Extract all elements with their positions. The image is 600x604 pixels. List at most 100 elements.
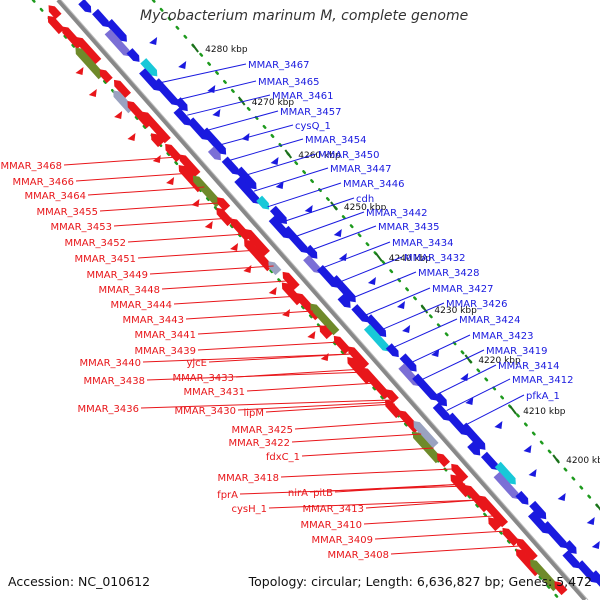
label-leader-forward: [281, 197, 355, 223]
label-leader-forward: [267, 182, 342, 208]
forward-gene: [92, 8, 110, 28]
reverse-gene-label: MMAR_3418: [218, 473, 280, 484]
forward-gene: [563, 540, 577, 554]
reverse-gene-label: MMAR_3451: [75, 254, 137, 265]
label-leader-reverse: [280, 468, 452, 478]
label-leader-reverse: [363, 515, 494, 525]
forward-gene-outer: [367, 277, 376, 285]
forward-gene-outer: [523, 445, 532, 453]
label-leader-forward: [158, 63, 247, 84]
reverse-gene-outer: [307, 331, 316, 339]
forward-gene: [140, 58, 158, 77]
label-leader-reverse: [301, 447, 434, 457]
reverse-gene-outer: [88, 89, 97, 97]
tick-mark: [464, 354, 473, 364]
tick-mark: [284, 149, 293, 159]
forward-gene-label: cdh: [356, 194, 374, 205]
label-leader-forward: [214, 124, 294, 147]
forward-gene: [126, 48, 140, 62]
label-leader-reverse: [237, 401, 394, 411]
label-leader-reverse: [246, 382, 377, 392]
forward-gene-outer: [460, 373, 469, 381]
reverse-gene-label: cysH_1: [231, 504, 267, 515]
reverse-gene-label: MMAR_3468: [1, 161, 63, 172]
tick-mark: [237, 96, 246, 106]
reverse-gene-label: yjcE: [186, 358, 207, 369]
reverse-gene-label: pitB: [313, 488, 333, 499]
forward-gene-outer: [591, 541, 600, 549]
forward-gene-label: cysQ_1: [295, 121, 331, 132]
forward-gene: [515, 490, 529, 505]
reverse-gene: [413, 421, 439, 449]
label-leader-forward: [348, 271, 417, 300]
label-leader-reverse: [208, 353, 351, 363]
reverse-gene-label: MMAR_3422: [229, 438, 291, 449]
label-leader-forward: [293, 211, 365, 238]
label-leader-reverse: [374, 530, 507, 540]
forward-gene-outer: [149, 37, 158, 45]
reverse-gene: [165, 143, 183, 163]
forward-gene: [78, 0, 92, 13]
reverse-gene: [282, 271, 300, 291]
reverse-gene: [451, 463, 469, 483]
backbone-shadow: [60, 0, 589, 601]
label-leader-forward: [335, 256, 403, 285]
reverse-gene-label: MMAR_3410: [301, 520, 363, 531]
reverse-gene: [47, 15, 65, 35]
label-leader-forward: [419, 349, 485, 381]
reverse-gene-label: MMAR_3439: [135, 346, 197, 357]
forward-gene: [562, 550, 580, 569]
forward-gene: [207, 146, 221, 161]
forward-gene-label: pfkA_1: [526, 391, 560, 402]
forward-gene-label: MMAR_3426: [446, 299, 508, 310]
label-leader-forward: [406, 334, 471, 366]
reverse-gene: [516, 538, 538, 562]
label-leader-reverse: [365, 499, 480, 509]
forward-gene: [282, 225, 308, 254]
tick-label: 4200 kbp: [566, 456, 600, 466]
reverse-gene-outer: [75, 67, 84, 75]
reverse-gene: [150, 133, 164, 148]
genome-summary: Topology: circular; Length: 6,636,827 bp…: [248, 574, 592, 589]
reverse-gene: [488, 517, 502, 532]
forward-gene: [460, 422, 486, 450]
reverse-gene-label: MMAR_3449: [87, 270, 149, 281]
reverse-gene-label: MMAR_3425: [232, 425, 294, 436]
tick-label: 4230 kbp: [434, 306, 477, 316]
forward-gene-outer: [333, 229, 342, 237]
reverse-gene-label: MMAR_3408: [328, 550, 390, 561]
reverse-gene: [217, 197, 231, 212]
forward-gene: [365, 314, 387, 337]
label-leader-reverse: [87, 186, 205, 196]
reverse-gene: [412, 431, 442, 464]
label-leader-forward: [377, 302, 445, 333]
label-leader-forward: [187, 94, 271, 116]
forward-gene: [432, 402, 450, 421]
forward-gene: [363, 324, 390, 352]
reverse-gene-label: MMAR_3409: [312, 535, 374, 546]
label-leader-reverse: [197, 325, 327, 335]
forward-gene: [234, 176, 260, 204]
reverse-gene: [141, 111, 171, 144]
reverse-gene-label: MMAR_3453: [51, 222, 113, 233]
forward-gene: [494, 461, 516, 485]
forward-gene-outer: [402, 325, 411, 333]
label-leader-reverse: [142, 353, 351, 363]
reverse-gene-outer: [320, 353, 329, 361]
label-leader-forward: [227, 138, 304, 162]
forward-gene: [221, 156, 239, 175]
forward-gene-label: MMAR_3461: [272, 91, 334, 102]
label-leader-forward: [321, 241, 391, 269]
forward-gene: [330, 275, 356, 303]
forward-gene: [303, 254, 321, 274]
forward-gene-label: MMAR_3454: [305, 135, 367, 146]
forward-gene-label: MMAR_3414: [498, 361, 560, 372]
reverse-gene-label: MMAR_3431: [184, 387, 246, 398]
tick-label: 4210 kbp: [523, 407, 566, 417]
label-leader-reverse: [291, 433, 422, 443]
reverse-gene-label: MMAR_3455: [37, 207, 99, 218]
forward-gene-outer: [431, 349, 440, 357]
reverse-gene-outer: [230, 243, 239, 251]
label-leader-reverse: [113, 217, 232, 227]
